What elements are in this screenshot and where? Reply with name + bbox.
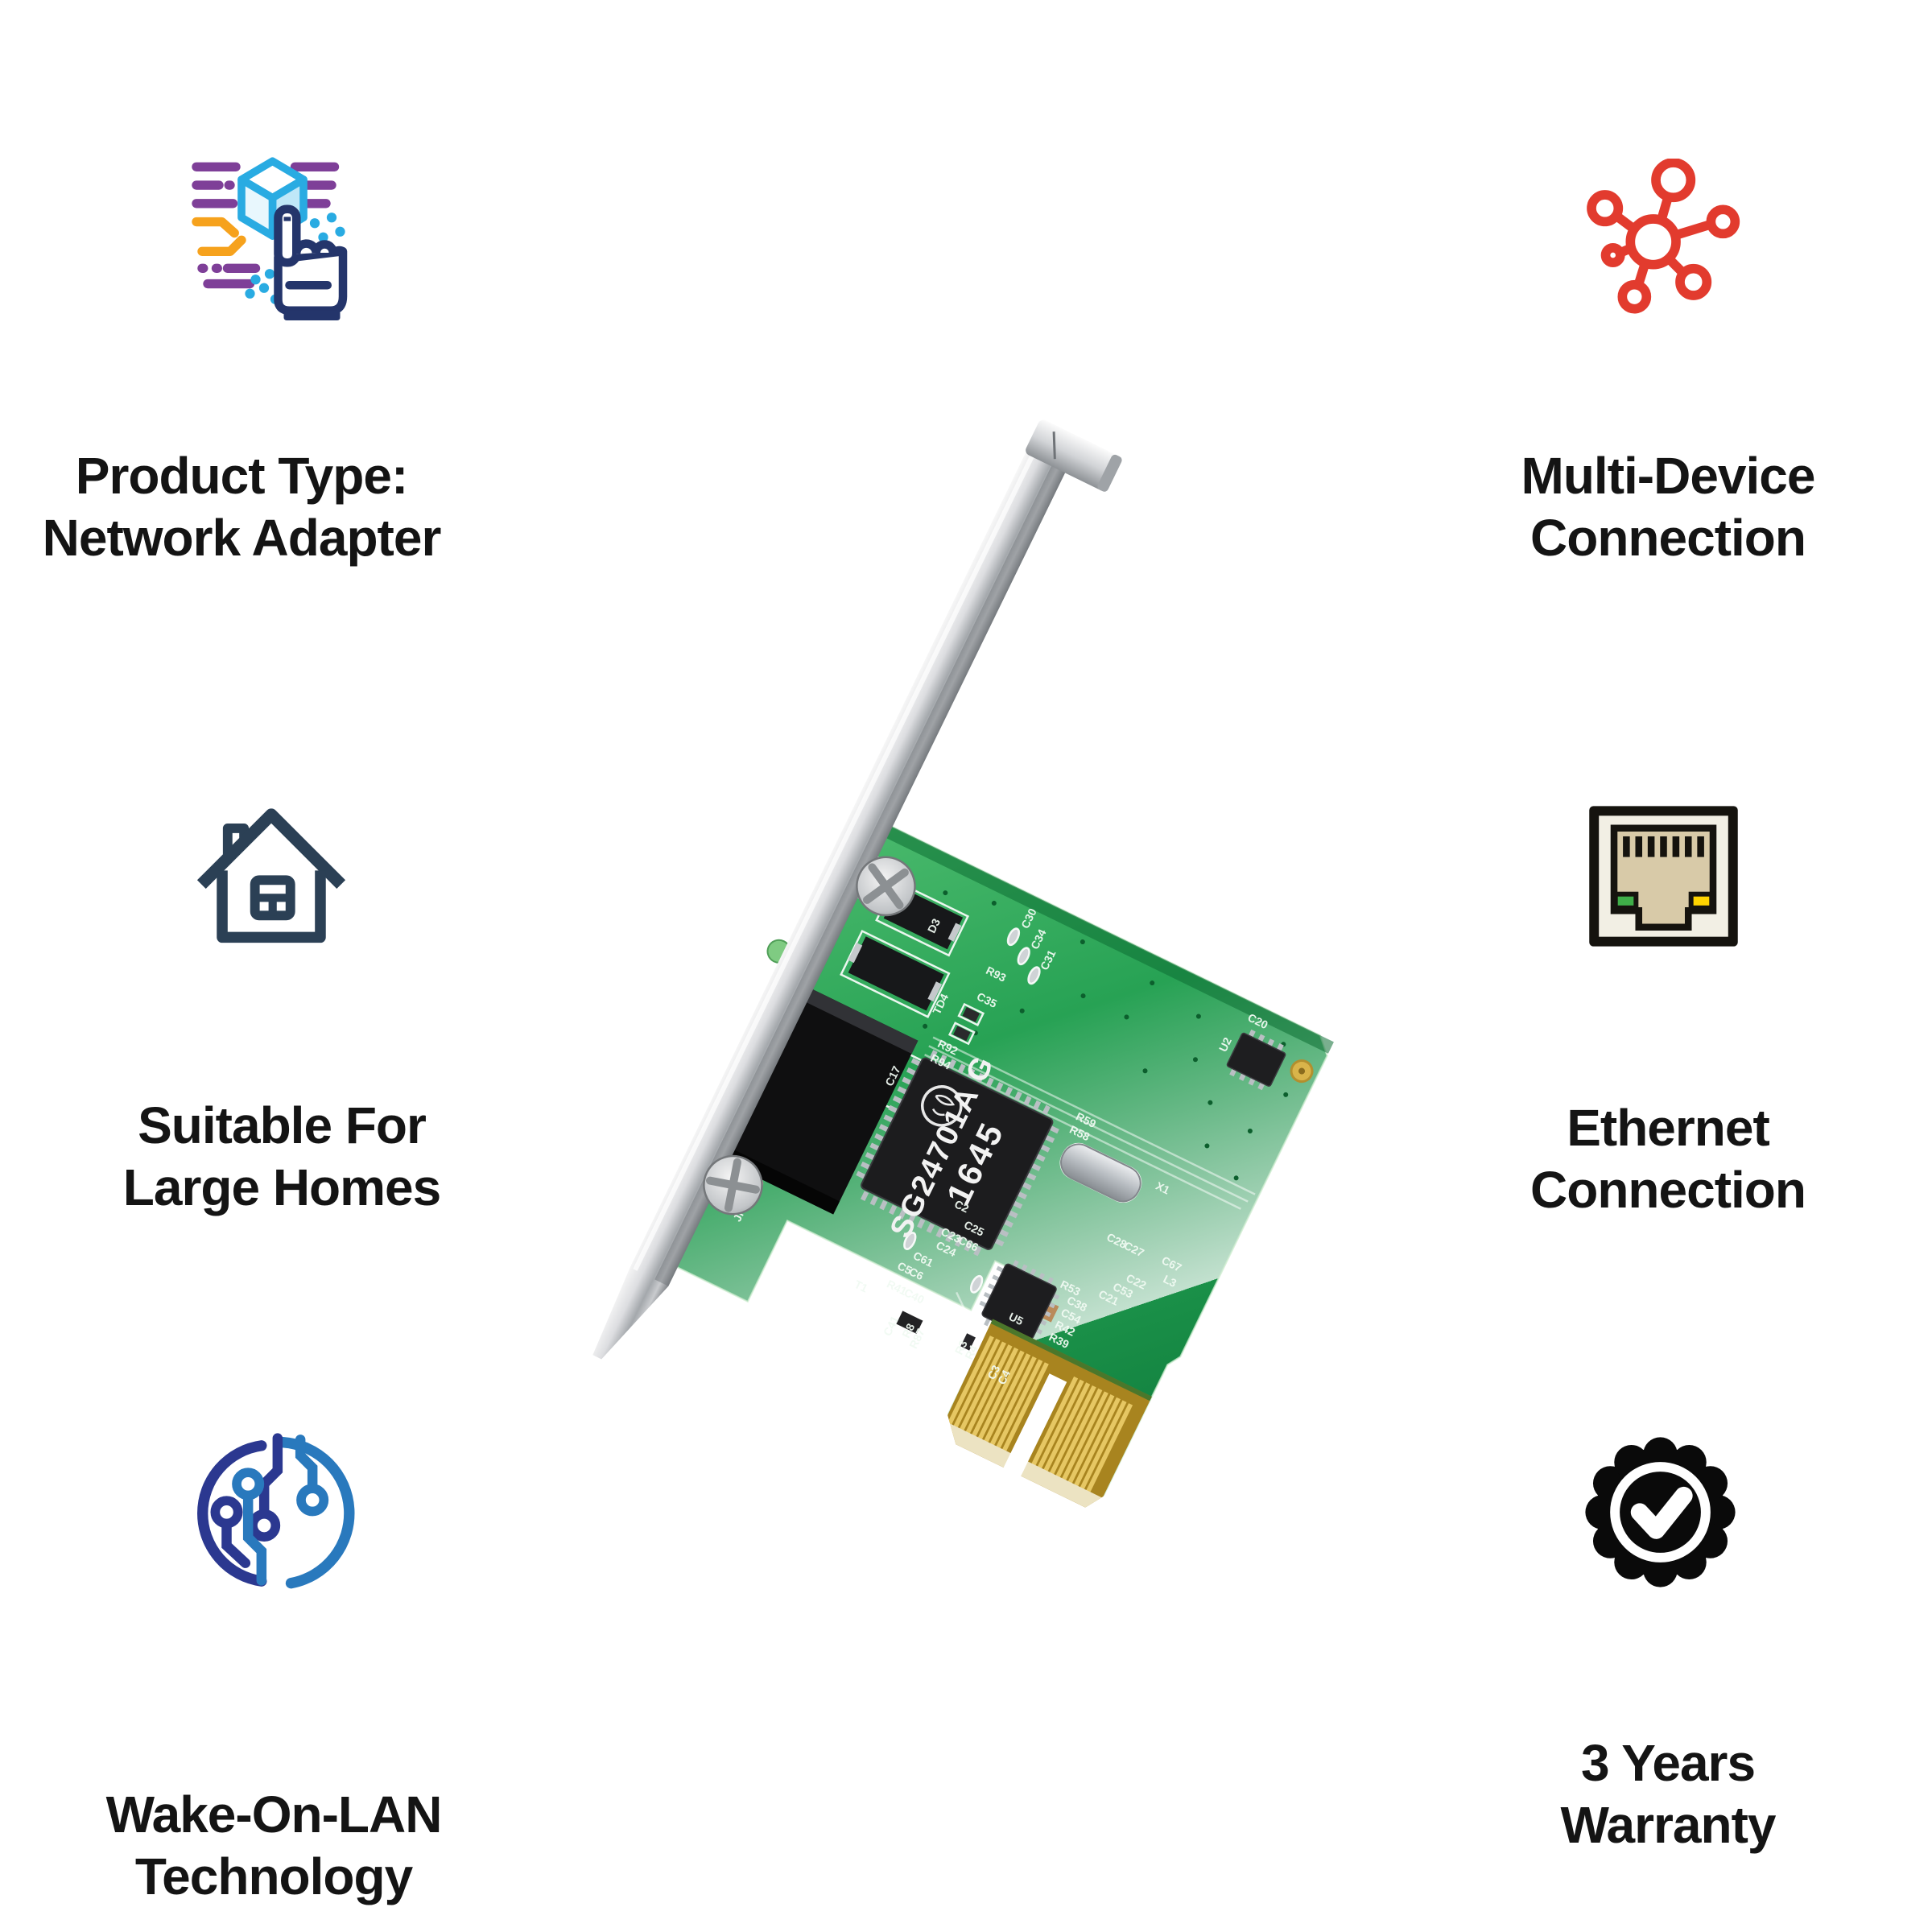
silkscreen-label: C3 <box>985 1363 1002 1381</box>
silkscreen-label: L3 <box>1162 1272 1179 1290</box>
ethernet-port-icon <box>1581 798 1746 955</box>
chip-logo-emblem <box>921 1085 963 1127</box>
eeprom-chip <box>1226 1029 1286 1091</box>
tilted-card-group: SG24701A G 1645 <box>592 419 1334 1513</box>
mounting-screws <box>703 856 916 1216</box>
caption-line: Wake-On-LAN <box>105 1785 443 1843</box>
silkscreen-label: X1 <box>1154 1179 1172 1197</box>
check-icon <box>1630 1486 1693 1539</box>
circuit-icon-svg <box>197 1433 355 1589</box>
ethernet-port-icon-svg <box>1589 806 1738 947</box>
ethernet-controller-chip: SG24701A G 1645 <box>856 1050 1059 1257</box>
feature-caption-product-type: Product Type: Network Adapter <box>0 445 483 569</box>
product-type-icon-svg <box>192 157 348 320</box>
silkscreen-label: C41 <box>881 1314 902 1338</box>
crystal-oscillator <box>1060 1143 1141 1203</box>
caption-line: Multi-Device <box>1521 447 1816 505</box>
network-adapter-card-photo: SG24701A G 1645 <box>592 419 1334 1513</box>
house-icon-svg <box>196 808 346 943</box>
silkscreen-label: C6 <box>907 1265 926 1282</box>
bracket-top-hook <box>1026 419 1122 492</box>
feature-caption-warranty: 3 Years Warranty <box>1426 1732 1909 1856</box>
silkscreen-label: D3 <box>925 916 943 935</box>
warranty-badge-icon-svg <box>1585 1437 1736 1587</box>
caption-line: Product Type: <box>75 447 409 505</box>
pointing-hand-icon <box>274 204 348 320</box>
feature-caption-wake-on-lan: Wake-On-LAN Technology <box>16 1784 531 1908</box>
product-type-icon <box>191 143 360 328</box>
circuit-icon <box>192 1433 357 1594</box>
warranty-badge-icon <box>1578 1430 1743 1595</box>
caption-line: Suitable For <box>138 1096 427 1154</box>
silkscreen-label: R3 <box>952 1338 970 1356</box>
silkscreen-label: C5 <box>895 1259 914 1277</box>
feature-caption-suitable-homes: Suitable For Large Homes <box>40 1095 523 1219</box>
caption-line: 3 Years <box>1580 1734 1756 1792</box>
silkscreen-label: R4 <box>962 1343 980 1361</box>
multi-device-icon <box>1583 158 1744 320</box>
pcie-edge-connector <box>937 1319 1152 1513</box>
house-icon <box>187 792 356 957</box>
caption-line: Connection <box>1530 509 1806 567</box>
silkscreen-label: U5 <box>1007 1310 1026 1327</box>
silkscreen-label: C4 <box>995 1368 1013 1386</box>
multi-device-icon-svg <box>1587 158 1740 314</box>
silkscreen-label: T1 <box>852 1278 870 1295</box>
silkscreen-label: R8 <box>899 1321 917 1340</box>
caption-line: Large Homes <box>122 1158 441 1216</box>
green-led <box>1612 891 1639 910</box>
caption-line: Technology <box>134 1847 413 1905</box>
connector-key-notch <box>1001 1373 1067 1480</box>
screw-bottom <box>703 1154 763 1216</box>
feature-caption-multi-device: Multi-Device Connection <box>1426 445 1909 569</box>
silkscreen-label: C2 <box>952 1197 971 1215</box>
caption-line: Connection <box>1530 1161 1806 1219</box>
caption-line: Ethernet <box>1567 1099 1770 1157</box>
feature-caption-ethernet: Ethernet Connection <box>1426 1097 1909 1221</box>
caption-line: Network Adapter <box>42 509 442 567</box>
screw-top <box>856 856 916 917</box>
chip-pins <box>856 1050 1059 1257</box>
caption-line: Warranty <box>1560 1796 1776 1854</box>
yellow-led <box>1688 891 1715 910</box>
silkscreen-label: U2 <box>1216 1035 1234 1054</box>
